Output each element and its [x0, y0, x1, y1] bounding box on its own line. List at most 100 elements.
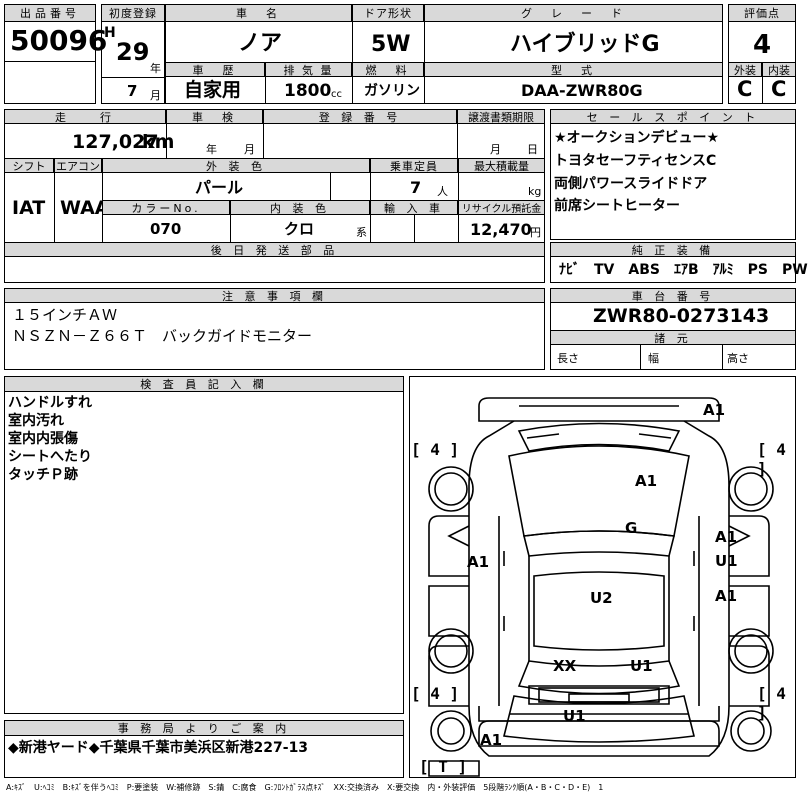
reg-year: 29	[116, 38, 150, 66]
color-number: 070	[150, 220, 182, 238]
grade: ハイブリッドG	[510, 32, 660, 57]
score: 4	[753, 30, 772, 60]
displacement: 1800	[284, 81, 332, 101]
history: 自家用	[184, 79, 242, 101]
chassis-number: ZWR80-0273143	[593, 305, 770, 327]
length-label: 長さ	[557, 352, 579, 365]
mileage: 127,027	[72, 131, 159, 153]
displacement-header: 排 気 量	[265, 62, 352, 77]
height-label: 高さ	[727, 352, 749, 365]
sales-box	[550, 109, 796, 240]
inspector-line: タッチＰ跡	[8, 467, 78, 483]
sales-header: セ ー ル ス ポ イ ン ト	[550, 109, 796, 124]
fuel: ガソリン	[364, 83, 420, 99]
shift: IAT	[12, 197, 46, 219]
ac-header: エアコン	[54, 158, 102, 173]
inspector-line: 室内汚れ	[8, 413, 64, 429]
import-header: 輸 入 車	[370, 200, 458, 215]
damage-mark: G	[625, 519, 638, 537]
office-message: ◆新港ヤード◆千葉県千葉市美浜区新港227-13	[8, 740, 309, 756]
interior-header: 内装	[762, 62, 796, 77]
later-parts-header: 後 日 発 送 部 品	[4, 242, 545, 257]
car-diagram-box	[409, 376, 796, 778]
year-unit: 年	[150, 62, 161, 75]
inspection-month-unit: 月	[244, 143, 255, 156]
office-header: 事 務 局 よ り ご 案 内	[4, 720, 404, 736]
spare-tire-mark: [ T ]	[419, 757, 468, 776]
tire-score-rear-left: [ 4 ]	[411, 684, 460, 703]
plate-header: 登 録 番 号	[263, 109, 457, 124]
legend: A:ｷｽﾞ U:ﾍｺﾐ B:ｷｽﾞを伴うﾍｺﾐ P:要塗装 W:補修跡 S:錆 …	[6, 783, 604, 792]
ac: WAA	[60, 197, 110, 219]
damage-mark: U1	[563, 707, 586, 725]
damage-mark: A1	[703, 401, 726, 419]
exterior-header: 外装	[728, 62, 762, 77]
capacity-header: 乗車定員	[370, 158, 458, 173]
reg-month: 7	[127, 82, 138, 100]
interior-color: クロ	[284, 220, 315, 238]
door-header: ドア形状	[352, 4, 424, 22]
tire-score-rear-right: [ 4 ]	[757, 684, 786, 722]
inspection-year-unit: 年	[206, 143, 217, 156]
color-no-header: カラーNo.	[102, 200, 230, 215]
mileage-unit: km	[142, 131, 175, 153]
damage-mark: A1	[480, 731, 503, 749]
inspector-line: シートへたり	[8, 449, 92, 465]
displacement-unit: cc	[331, 89, 342, 100]
note-line: ＮＳＺＮ－Ｚ６６Ｔ バックガイドモニター	[12, 327, 313, 345]
first-reg-header: 初度登録	[101, 4, 165, 22]
model: DAA-ZWR80G	[521, 81, 643, 100]
recycle-header: リサイクル預託金	[458, 200, 545, 215]
fuel-header: 燃 料	[352, 62, 424, 77]
inspection-header: 車 検	[166, 109, 263, 124]
transfer-month-unit: 月	[490, 143, 501, 156]
car-name-header: 車 名	[165, 4, 352, 22]
door-type: 5W	[371, 32, 411, 57]
note-line: １５インチＡＷ	[12, 306, 118, 324]
inspector-line: ハンドルすれ	[8, 395, 92, 411]
notes-header: 注 意 事 項 欄	[4, 288, 545, 303]
capacity-unit: 人	[437, 185, 448, 198]
car-diagram	[428, 397, 774, 777]
interior-grade: C	[771, 77, 787, 101]
mileage-header: 走 行	[4, 109, 166, 124]
damage-mark: A1	[715, 587, 738, 605]
capacity: 7	[410, 178, 422, 197]
chassis-header: 車 台 番 号	[550, 288, 796, 303]
load-header: 最大積載量	[458, 158, 545, 173]
tire-score-front-right: [ 4 ]	[757, 440, 786, 478]
int-color-unit: 系	[356, 226, 367, 239]
spec-header: 諸 元	[550, 330, 796, 345]
int-color-header: 内 装 色	[230, 200, 370, 215]
transfer-header: 譲渡書類期限	[457, 109, 545, 124]
damage-mark: A1	[635, 472, 658, 490]
transfer-day-unit: 日	[527, 143, 538, 156]
sales-point: 前席シートヒーター	[554, 198, 680, 214]
inspector-line: 室内内張傷	[8, 431, 78, 447]
sales-point: 両側パワースライドドア	[554, 176, 708, 192]
score-header: 評価点	[728, 4, 796, 22]
damage-mark: XX	[553, 657, 577, 675]
era: H	[104, 25, 116, 41]
equipment-list: ﾅﾋﾞ TV ABS ｴｱB ｱﾙﾐ PS PW	[559, 262, 808, 278]
car-name: ノア	[238, 31, 283, 56]
tire-score-front-left: [ 4 ]	[411, 440, 460, 459]
damage-mark: U1	[630, 657, 653, 675]
model-header: 型 式	[424, 62, 723, 77]
exterior-grade: C	[737, 77, 753, 101]
color-header: 外 装 色	[102, 158, 370, 173]
grade-header: グ レ ー ド	[424, 4, 723, 22]
sales-point: ★オークションデビュー★	[554, 130, 720, 146]
body-color: パール	[195, 178, 244, 197]
history-header: 車 歴	[165, 62, 265, 77]
damage-mark: U2	[590, 589, 613, 607]
width-label: 幅	[648, 352, 659, 365]
equipment-header: 純 正 装 備	[550, 242, 796, 257]
lot-no-header: 出品番号	[4, 4, 96, 22]
shift-header: シフト	[4, 158, 54, 173]
damage-mark: A1	[715, 528, 738, 546]
damage-mark: A1	[467, 553, 490, 571]
inspector-box	[4, 376, 404, 714]
inspector-header: 検 査 員 記 入 欄	[4, 376, 404, 392]
recycle-fee: 12,470	[470, 220, 532, 239]
